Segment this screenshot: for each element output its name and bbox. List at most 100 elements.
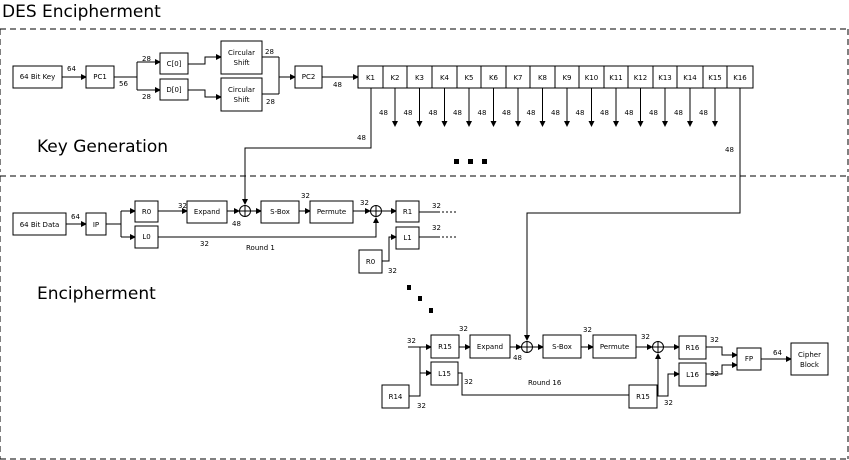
cipher-line1: Cipher <box>798 351 821 359</box>
ip-box: IP <box>85 212 107 236</box>
label-56: 56 <box>119 80 128 88</box>
expand-box-round16: Expand <box>469 334 511 359</box>
label-28-top: 28 <box>142 55 151 63</box>
pc2-box: PC2 <box>294 65 323 89</box>
c0-label: C[0] <box>167 60 182 68</box>
subkey-label: K9 <box>562 74 571 82</box>
r15-copy-box: R15 <box>628 384 658 409</box>
l0-label: L0 <box>142 233 150 241</box>
xor-key-round16 <box>521 341 533 353</box>
ellipsis-dots-horizontal <box>454 159 487 164</box>
subkey-label: K13 <box>658 74 672 82</box>
region-key-generation <box>0 28 849 172</box>
xor-left-round16 <box>652 341 664 353</box>
subkey-width-label: 48 <box>453 109 462 117</box>
shift-bottom-line2: Shift <box>234 96 250 104</box>
r15-copy-label: R15 <box>636 393 650 401</box>
region-encipherment <box>0 175 849 460</box>
label-28-shift-top: 28 <box>265 48 274 56</box>
round16-label: Round 16 <box>528 379 562 387</box>
r0-copy-box: R0 <box>358 249 383 274</box>
l16-label: L16 <box>686 371 699 379</box>
expand-label-round16: Expand <box>477 343 503 351</box>
r0-copy-label: R0 <box>366 258 375 266</box>
label-64-fp: 64 <box>773 349 782 357</box>
fp-box: FP <box>736 347 762 371</box>
label-32-l15: 32 <box>464 378 473 386</box>
subkey-label: K11 <box>609 74 623 82</box>
expand-box-round1: Expand <box>186 200 228 224</box>
sbox-label-round16: S-Box <box>552 343 572 351</box>
subkey-width-label: 48 <box>404 109 413 117</box>
section-encipherment: Encipherment <box>37 284 156 304</box>
r15-label: R15 <box>438 343 452 351</box>
cipher-line2: Block <box>800 361 820 369</box>
l1-box: L1 <box>395 226 420 250</box>
data-input-label: 64 Bit Data <box>20 221 60 229</box>
label-32-r15: 32 <box>459 325 468 333</box>
subkey-label: K2 <box>390 74 399 82</box>
l0-box: L0 <box>134 225 159 249</box>
subkey-width-label: 48 <box>478 109 487 117</box>
label-32-r0: 32 <box>178 202 187 210</box>
round1-label: Round 1 <box>246 244 275 252</box>
pc1-box: PC1 <box>85 65 115 89</box>
key-input-label: 64 Bit Key <box>20 73 56 81</box>
label-32-l16: 32 <box>710 370 719 378</box>
expand-label-round1: Expand <box>194 208 220 216</box>
xor-key-round1 <box>239 205 251 217</box>
circular-shift-bottom-box: Circular Shift <box>220 77 263 112</box>
key-input-box: 64 Bit Key <box>12 65 63 89</box>
cipher-block-box: Cipher Block <box>790 342 829 376</box>
label-32-r14: 32 <box>417 402 426 410</box>
circular-shift-top-box: Circular Shift <box>220 40 263 75</box>
label-28-shift-bottom: 28 <box>266 98 275 106</box>
subkey-width-label: 48 <box>600 109 609 117</box>
r1-box: R1 <box>395 200 420 223</box>
subkey-width-label: 48 <box>527 109 536 117</box>
subkey-label: K7 <box>513 74 522 82</box>
label-64-key: 64 <box>67 65 76 73</box>
subkey-width-label: 48 <box>502 109 511 117</box>
subkey-label: K5 <box>464 74 473 82</box>
pc1-label: PC1 <box>93 73 107 81</box>
label-48-k16: 48 <box>725 146 734 154</box>
xor-left-round1 <box>370 205 382 217</box>
label-48-pc2: 48 <box>333 81 342 89</box>
c0-box: C[0] <box>159 52 189 75</box>
label-32-perm-round1: 32 <box>360 199 369 207</box>
subkey-label: K1 <box>366 74 375 82</box>
subkey-width-label: 48 <box>551 109 560 117</box>
subkey-label: K10 <box>585 74 599 82</box>
label-32-l1: 32 <box>432 224 441 232</box>
fp-label: FP <box>745 355 753 363</box>
subkey-label: K6 <box>489 74 499 82</box>
shift-top-line2: Shift <box>234 59 250 67</box>
r14-box: R14 <box>381 384 410 409</box>
label-32-in-round16: 32 <box>407 337 416 345</box>
subkey-label: K4 <box>440 74 450 82</box>
subkey-width-label: 48 <box>625 109 634 117</box>
data-input-box: 64 Bit Data <box>12 212 67 236</box>
r14-label: R14 <box>389 393 403 401</box>
label-32-l0: 32 <box>200 240 209 248</box>
shift-bottom-line1: Circular <box>228 86 255 94</box>
r0-label: R0 <box>142 208 151 216</box>
pc2-label: PC2 <box>302 73 316 81</box>
label-64-data: 64 <box>71 213 80 221</box>
l15-label: L15 <box>438 370 451 378</box>
permute-round1: Permute <box>309 200 354 224</box>
label-32-perm-round16: 32 <box>641 333 650 341</box>
subkey-label: K12 <box>634 74 648 82</box>
ip-label: IP <box>93 221 99 229</box>
label-28-bottom: 28 <box>142 93 151 101</box>
l16-box: L16 <box>678 362 707 387</box>
ellipsis-dots-diagonal <box>407 285 433 313</box>
diagram-title: DES Encipherment <box>2 2 161 22</box>
r1-label: R1 <box>403 208 412 216</box>
subkey-width-label: 48 <box>379 109 388 117</box>
label-32-sbox-round1: 32 <box>301 192 310 200</box>
r16-box: R16 <box>678 335 707 360</box>
